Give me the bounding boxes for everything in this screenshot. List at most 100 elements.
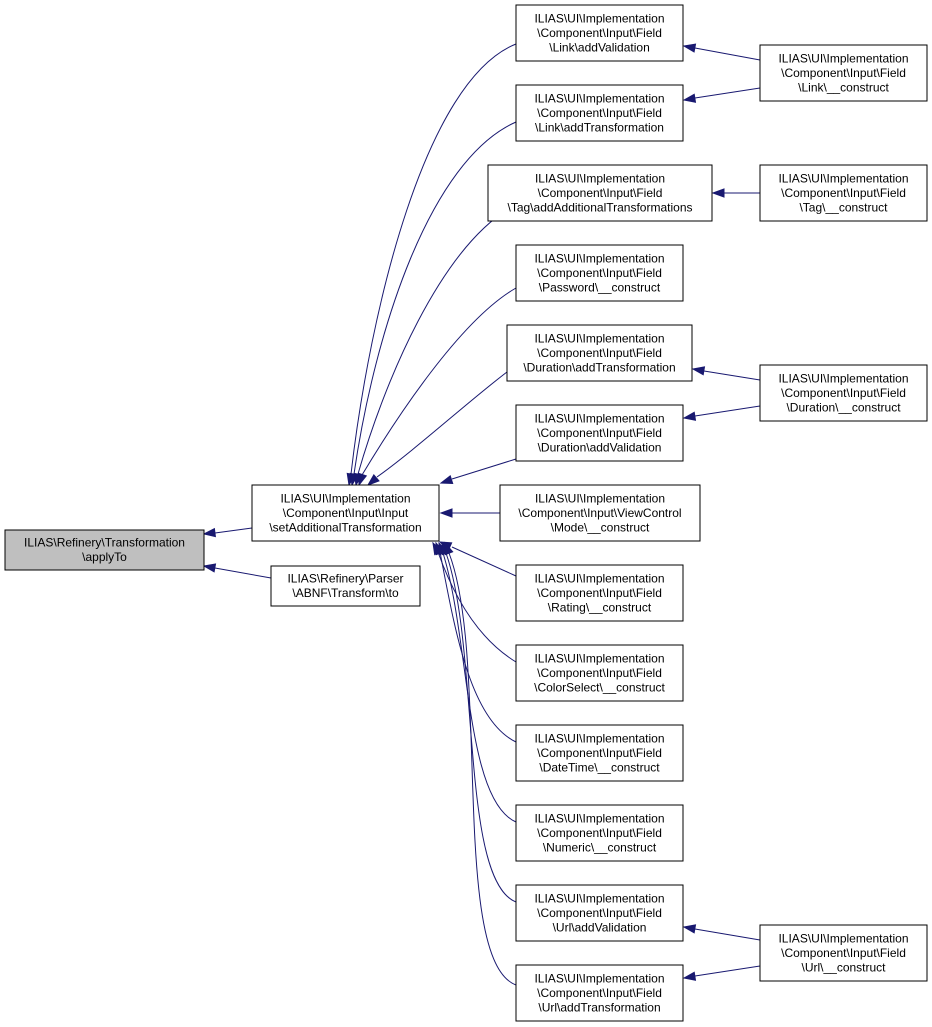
node-label-line: \Duration\addValidation (538, 440, 662, 454)
edge-line (694, 47, 761, 61)
arrowhead-icon (691, 366, 706, 376)
function-node[interactable]: ILIAS\UI\Implementation\Component\Input\… (499, 484, 701, 542)
node-label-line: \Password\__construct (539, 280, 661, 294)
function-node[interactable]: ILIAS\UI\Implementation\Component\Input\… (506, 324, 693, 382)
node-label-line: \Component\Input\Field (781, 66, 906, 80)
function-node[interactable]: ILIAS\UI\Implementation\Component\Input\… (515, 564, 684, 622)
edge-n7-to-n2 (358, 287, 517, 487)
edge-line (694, 965, 761, 977)
node-box (251, 484, 440, 542)
function-node[interactable]: ILIAS\Refinery\Parser\ABNF\Transform\to (270, 565, 421, 607)
edge-n19-to-n8 (691, 366, 761, 381)
node-label-line: \Component\Input\Field (537, 266, 662, 280)
node-box (270, 565, 421, 607)
node-label-line: \Component\Input\Field (781, 386, 906, 400)
node-label-line: \applyTo (82, 550, 127, 564)
edge-n17-to-n5 (682, 87, 761, 103)
function-node[interactable]: ILIAS\UI\Implementation\Component\Input\… (515, 804, 684, 862)
edge-line (451, 546, 517, 577)
node-box (515, 644, 684, 702)
edge-line (445, 552, 517, 903)
function-node[interactable]: ILIAS\UI\Implementation\Component\Input\… (515, 84, 684, 142)
node-label-line: ILIAS\UI\Implementation (535, 171, 665, 185)
arrowhead-icon (202, 563, 217, 573)
node-box (759, 164, 928, 222)
node-label-line: \Component\Input\Field (781, 946, 906, 960)
node-label-line: \Component\Input\Field (537, 106, 662, 120)
arrowhead-icon (439, 508, 453, 518)
edge-n3-to-n1 (202, 563, 272, 579)
node-box (515, 964, 684, 1022)
edge-line (694, 928, 761, 941)
node-box (515, 724, 684, 782)
node-label-line: \Component\Input\ViewControl (518, 506, 681, 520)
edges-layer (202, 43, 761, 986)
edge-n17-to-n4 (682, 43, 761, 61)
arrowhead-icon (444, 541, 454, 556)
node-label-line: ILIAS\UI\Implementation (534, 811, 664, 825)
edge-n4-to-n2 (346, 43, 517, 487)
node-box (4, 529, 205, 571)
function-node[interactable]: ILIAS\UI\Implementation\Component\Input\… (759, 164, 928, 222)
node-label-line: \Mode\__construct (551, 520, 650, 534)
node-label-line: ILIAS\UI\Implementation (778, 931, 908, 945)
edge-line (694, 405, 761, 417)
node-label-line: \Url\addTransformation (538, 1000, 660, 1014)
edge-line (437, 551, 517, 663)
edge-n18-to-n6 (711, 188, 760, 198)
function-node[interactable]: ILIAS\UI\Implementation\Component\Input\… (515, 644, 684, 702)
arrowhead-icon (682, 43, 697, 53)
node-label-line: ILIAS\UI\Implementation (534, 251, 664, 265)
arrowhead-icon (202, 527, 216, 538)
function-node[interactable]: ILIAS\UI\Implementation\Component\Input\… (487, 164, 713, 222)
node-box (515, 84, 684, 142)
node-box (759, 364, 928, 422)
function-node[interactable]: ILIAS\UI\Implementation\Component\Input\… (515, 884, 684, 942)
node-box (515, 564, 684, 622)
function-node[interactable]: ILIAS\UI\Implementation\Component\Input\… (251, 484, 440, 542)
function-node[interactable]: ILIAS\UI\Implementation\Component\Input\… (759, 44, 928, 102)
node-label-line: ILIAS\UI\Implementation (534, 411, 664, 425)
function-node[interactable]: ILIAS\UI\Implementation\Component\Input\… (759, 364, 928, 422)
arrowhead-icon (711, 188, 725, 198)
edge-n16-to-n2 (444, 541, 517, 986)
node-label-line: \Duration\__construct (786, 400, 901, 414)
edge-line (448, 552, 517, 986)
node-label-line: ILIAS\UI\Implementation (778, 371, 908, 385)
edge-n19-to-n9 (682, 405, 761, 421)
edge-line (376, 371, 508, 478)
edge-line (703, 370, 761, 381)
edge-n20-to-n15 (682, 924, 761, 941)
function-node[interactable]: ILIAS\UI\Implementation\Component\Input\… (515, 724, 684, 782)
node-label-line: ILIAS\Refinery\Transformation (24, 536, 185, 550)
node-label-line: ILIAS\Refinery\Parser (287, 572, 403, 586)
node-label-line: \Component\Input\Field (781, 186, 906, 200)
edge-line (439, 551, 517, 743)
arrowhead-icon (682, 971, 697, 981)
edge-line (451, 458, 517, 480)
node-label-line: \Component\Input\Field (537, 666, 662, 680)
edge-n9-to-n2 (439, 458, 517, 484)
node-label-line: ILIAS\UI\Implementation (534, 971, 664, 985)
arrowhead-icon (682, 924, 697, 934)
edge-line (361, 287, 517, 476)
edge-n20-to-n16 (682, 965, 761, 981)
node-label-line: ILIAS\UI\Implementation (534, 651, 664, 665)
function-node[interactable]: ILIAS\UI\Implementation\Component\Input\… (515, 964, 684, 1022)
node-label-line: \Component\Input\Field (537, 746, 662, 760)
node-label-line: ILIAS\UI\Implementation (534, 731, 664, 745)
function-node[interactable]: ILIAS\UI\Implementation\Component\Input\… (759, 924, 928, 982)
node-label-line: ILIAS\UI\Implementation (534, 331, 664, 345)
root-node[interactable]: ILIAS\Refinery\Transformation\applyTo (4, 529, 205, 571)
node-box (759, 924, 928, 982)
edge-line (357, 207, 511, 475)
node-label-line: \Component\Input\Field (537, 346, 662, 360)
function-node[interactable]: ILIAS\UI\Implementation\Component\Input\… (515, 4, 684, 62)
arrowhead-icon (439, 475, 454, 484)
function-node[interactable]: ILIAS\UI\Implementation\Component\Input\… (515, 404, 684, 462)
node-label-line: \Component\Input\Field (537, 26, 662, 40)
node-label-line: \Numeric\__construct (543, 840, 657, 854)
function-node[interactable]: ILIAS\UI\Implementation\Component\Input\… (515, 244, 684, 302)
edge-line (214, 567, 272, 579)
node-label-line: ILIAS\UI\Implementation (535, 491, 665, 505)
